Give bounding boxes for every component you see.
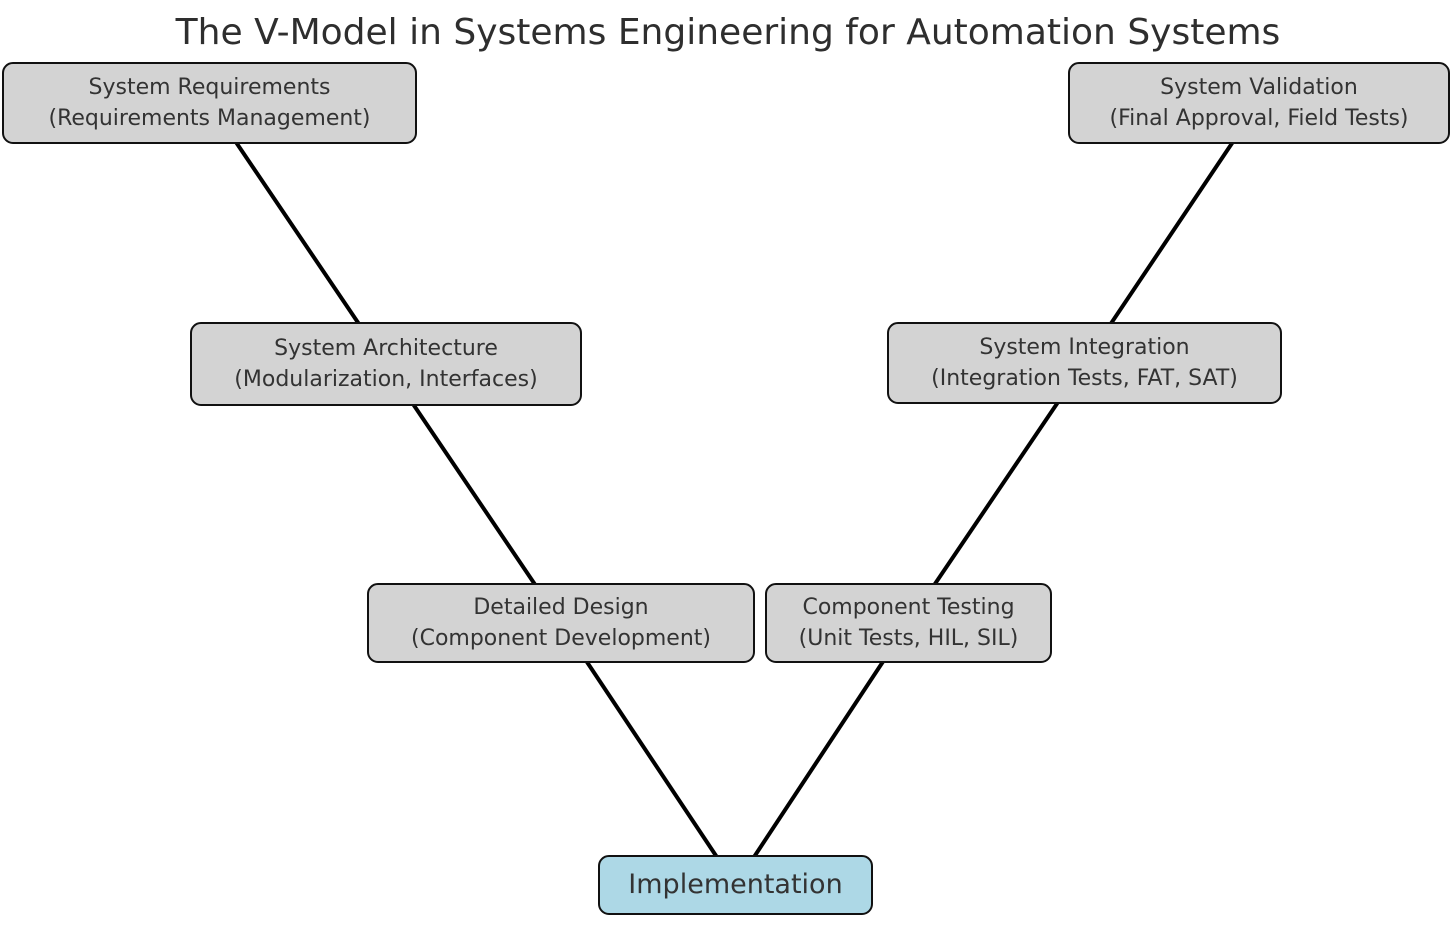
node-sublabel: (Unit Tests, HIL, SIL) bbox=[798, 626, 1019, 651]
node-sublabel: (Integration Tests, FAT, SAT) bbox=[931, 366, 1238, 391]
node-label: Implementation bbox=[628, 868, 843, 900]
node-sublabel: (Final Approval, Field Tests) bbox=[1109, 106, 1409, 131]
diagram-title: The V-Model in Systems Engineering for A… bbox=[175, 12, 1281, 53]
node-system-integration: System Integration (Integration Tests, F… bbox=[887, 322, 1282, 404]
node-sublabel: (Modularization, Interfaces) bbox=[234, 367, 538, 392]
node-label: System Integration bbox=[979, 334, 1190, 360]
node-system-requirements: System Requirements (Requirements Manage… bbox=[2, 62, 417, 144]
node-label: System Validation bbox=[1160, 74, 1358, 100]
node-system-architecture: System Architecture (Modularization, Int… bbox=[190, 322, 582, 406]
node-sublabel: (Requirements Management) bbox=[48, 106, 371, 131]
node-label: System Architecture bbox=[274, 335, 498, 361]
node-sublabel: (Component Development) bbox=[411, 626, 711, 651]
node-system-validation: System Validation (Final Approval, Field… bbox=[1068, 62, 1450, 144]
node-label: System Requirements bbox=[88, 74, 331, 100]
node-implementation: Implementation bbox=[598, 855, 873, 915]
node-label: Detailed Design bbox=[473, 594, 649, 620]
node-component-testing: Component Testing (Unit Tests, HIL, SIL) bbox=[765, 583, 1052, 663]
node-label: Component Testing bbox=[802, 594, 1015, 620]
node-detailed-design: Detailed Design (Component Development) bbox=[367, 583, 755, 663]
